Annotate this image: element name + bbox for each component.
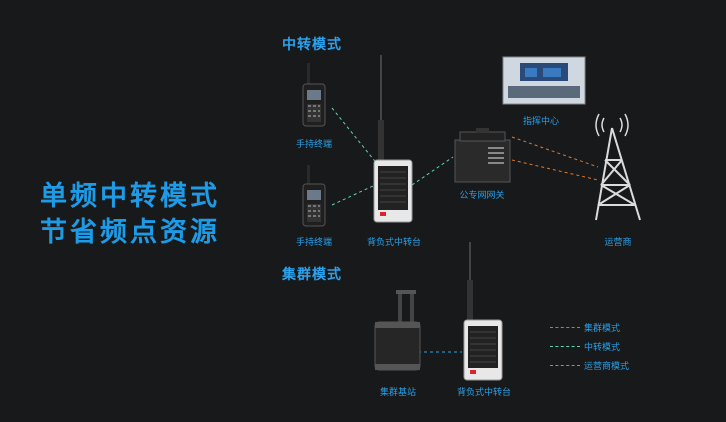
- section-title-trunk-mode: 集群模式: [282, 267, 342, 283]
- legend-label-trunk: 集群模式: [584, 324, 621, 334]
- label-handheld-2: 手持终端: [295, 238, 333, 248]
- operator-link-gateway: [511, 159, 599, 181]
- headline-line-2: 节省频点资源: [40, 217, 220, 248]
- label-handheld-1: 手持终端: [295, 140, 333, 150]
- legend-swatch-operator: [550, 365, 580, 366]
- backpack-relay-bottom-icon: [463, 242, 503, 381]
- legend-item-trunk: 集群模式: [550, 318, 629, 337]
- legend-item-operator: 运营商模式: [550, 356, 629, 375]
- label-backpack-relay-bottom: 背负式中转台: [456, 388, 512, 398]
- label-trunk-base: 集群基站: [379, 388, 417, 398]
- legend: 集群模式 中转模式 运营商模式: [550, 318, 629, 375]
- command-center-icon: [502, 56, 586, 105]
- trunk-base-icon: [374, 290, 421, 371]
- relay-link-handheld2: [331, 184, 376, 206]
- operator-tower-icon: [595, 113, 641, 221]
- backpack-relay-top-icon: [373, 55, 413, 223]
- headline-line-1: 单频中转模式: [40, 181, 220, 212]
- legend-label-operator: 运营商模式: [584, 362, 630, 372]
- label-gateway: 公专网网关: [459, 191, 505, 201]
- handheld-terminal-1-icon: [302, 63, 326, 127]
- label-operator: 运营商: [604, 238, 632, 248]
- label-command-center: 指挥中心: [522, 117, 560, 127]
- legend-swatch-trunk: [550, 327, 580, 328]
- handheld-terminal-2-icon: [302, 165, 326, 227]
- legend-swatch-relay: [550, 346, 580, 347]
- label-backpack-relay-top: 背负式中转台: [366, 238, 422, 248]
- relay-link-gateway: [411, 156, 454, 186]
- gateway-icon: [454, 128, 511, 183]
- legend-item-relay: 中转模式: [550, 337, 629, 356]
- section-title-relay-mode: 中转模式: [282, 37, 342, 53]
- legend-label-relay: 中转模式: [584, 343, 621, 353]
- relay-link-handheld1: [331, 107, 379, 166]
